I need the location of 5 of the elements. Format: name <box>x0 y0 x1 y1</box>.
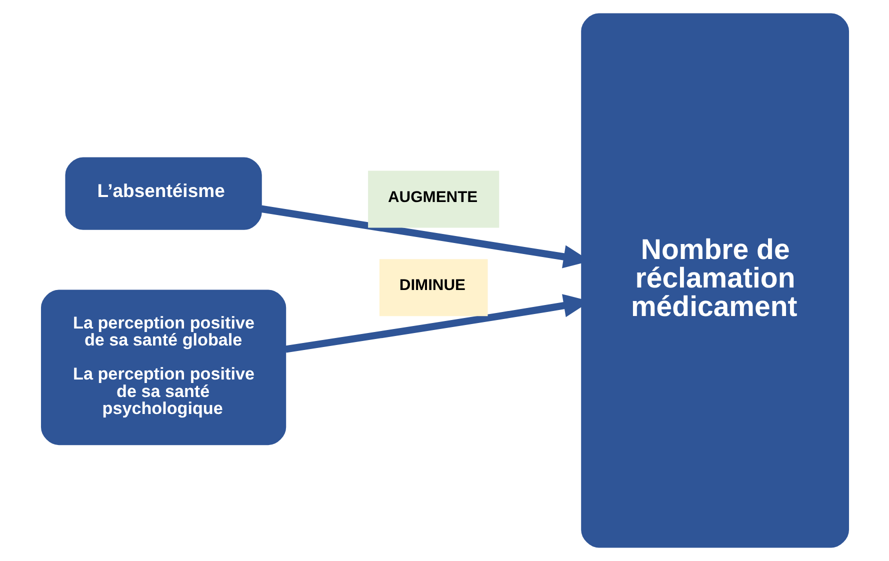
node-box: L’absentéisme <box>64 157 262 230</box>
edge-label: DIMINUE <box>398 277 466 294</box>
node-box: La perception positive de sa santé globale La perception positive de sa santé psychologique <box>40 290 286 446</box>
node-box: Nombre de réclamation médicament <box>580 13 849 548</box>
edge-label: AUGMENTE <box>387 188 478 206</box>
